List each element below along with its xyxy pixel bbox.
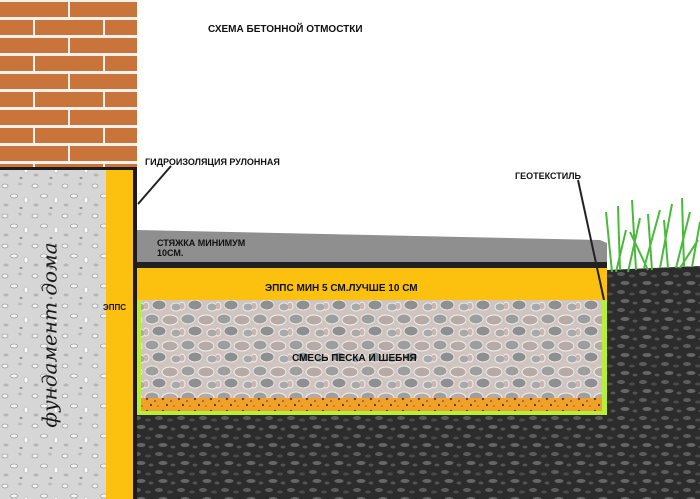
concrete-screed <box>137 230 607 262</box>
house-foundation <box>0 170 106 499</box>
waterproofing-top <box>0 167 137 170</box>
waterproofing-label: ГИДРОИЗОЛЯЦИЯ РУЛОННАЯ <box>145 157 280 167</box>
grass <box>605 197 700 273</box>
epps-wall <box>106 170 137 499</box>
sand-gravel-label: СМЕСЬ ПЕСКА И ШЕБНЯ <box>292 353 417 364</box>
screed-label: СТЯЖКА МИНИМУМ 10СМ. <box>157 238 245 259</box>
geotextile-leader <box>577 179 605 301</box>
separation-line <box>137 262 607 268</box>
epps-layer <box>137 268 607 300</box>
brick-wall <box>0 0 137 170</box>
sand-strip <box>141 398 602 411</box>
waterproofing-leader <box>137 165 172 205</box>
soil-right <box>606 266 700 499</box>
foundation-label: фундамент дома <box>37 242 62 428</box>
sand-gravel-layer <box>141 300 602 398</box>
screed-label-line1: СТЯЖКА МИНИМУМ <box>157 238 246 248</box>
diagram-title: СХЕМА БЕТОННОЙ ОТМОСТКИ <box>208 24 363 35</box>
epps-layer-label: ЭППС МИН 5 СМ.ЛУЧШЕ 10 СМ <box>265 283 418 294</box>
waterproofing-membrane <box>133 170 137 499</box>
geotextile-label: ГЕОТЕКСТИЛЬ <box>515 171 582 181</box>
screed-label-line2: 10СМ. <box>157 248 184 259</box>
epps-wall-label: ЭППС <box>103 303 126 312</box>
